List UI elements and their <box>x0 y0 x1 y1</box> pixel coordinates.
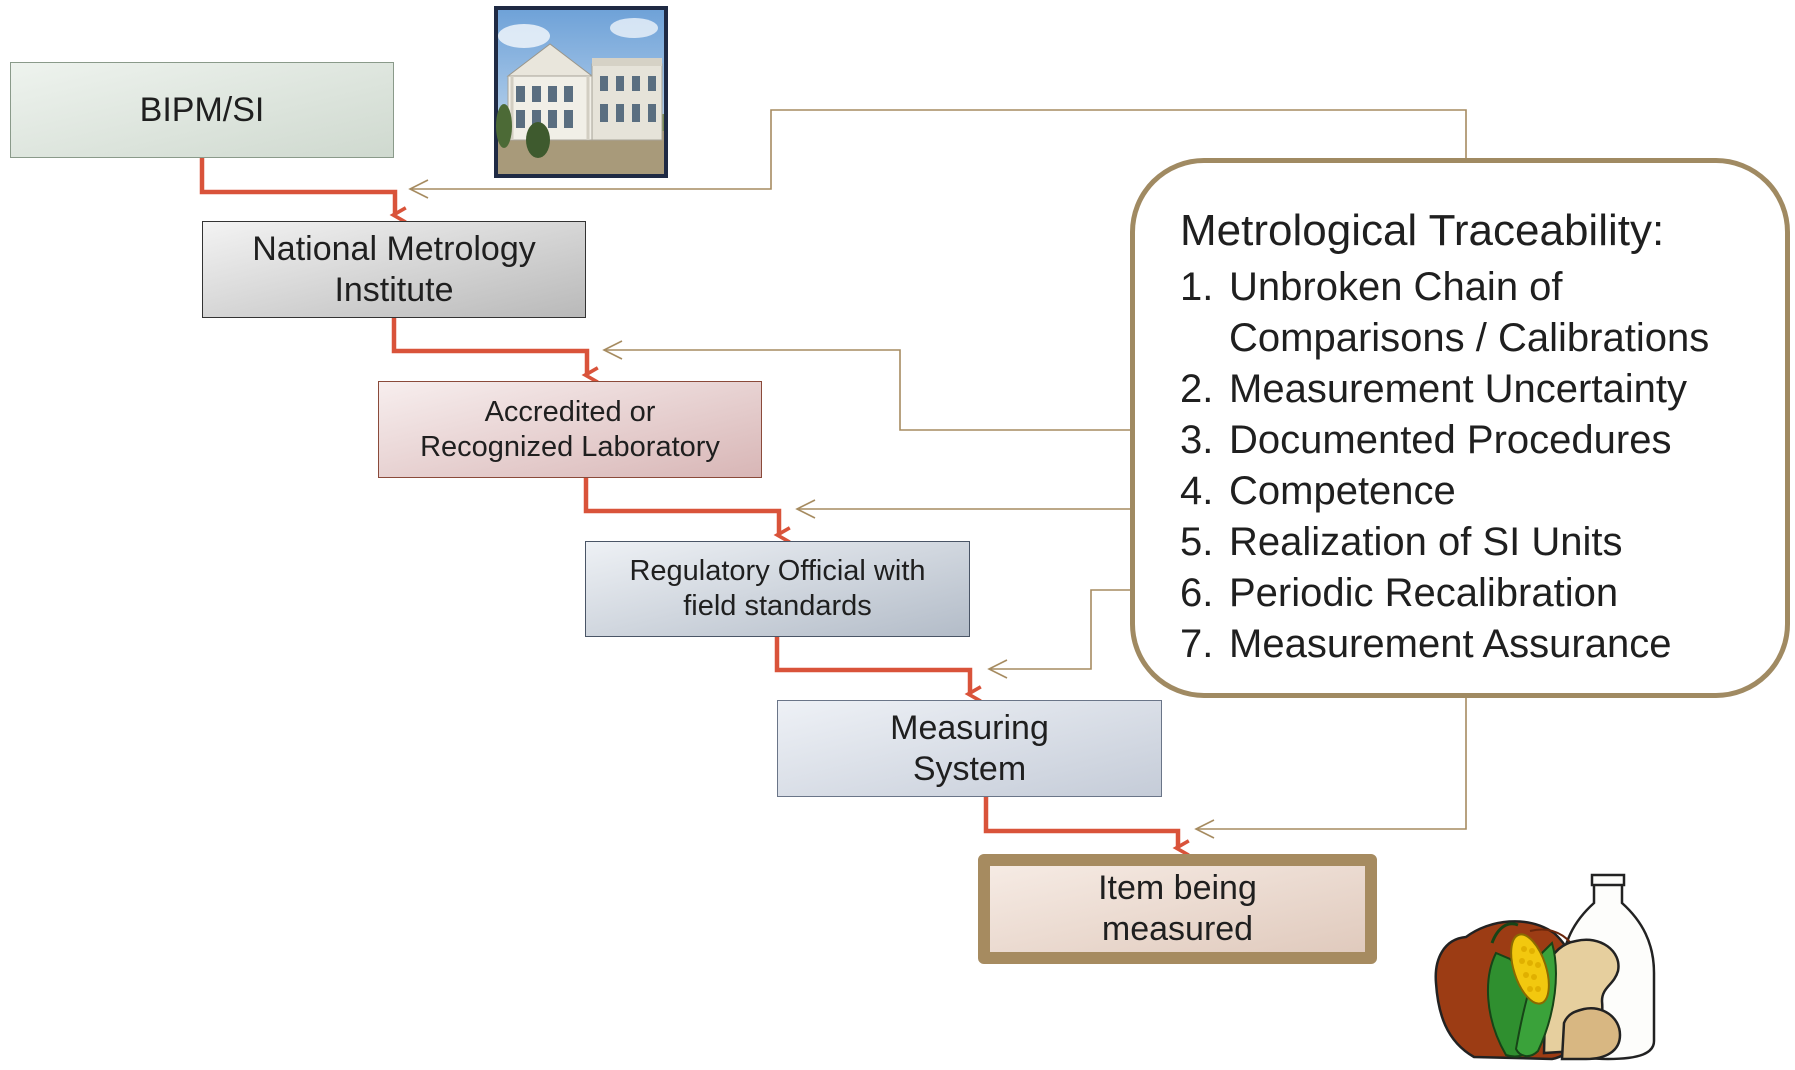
accredited-laboratory-box: Accredited or Recognized Laboratory <box>378 381 762 478</box>
criteria-text: Measurement Assurance <box>1229 621 1672 666</box>
item-label-line-1: Item being <box>1098 869 1257 908</box>
bipm-si-box: BIPM/SI <box>10 62 394 158</box>
criteria-number: 7. <box>1180 621 1214 666</box>
item-being-measured-box: Item being measured <box>978 854 1377 964</box>
feedback-line-measuring <box>989 589 1132 670</box>
criteria-item: 4. Competence <box>1180 466 1765 517</box>
chain-arrow-5 <box>983 797 1190 857</box>
traceability-criteria-list: 1. Unbroken Chain of Comparisons / Calibr… <box>1180 262 1765 670</box>
criteria-item: 1. Unbroken Chain of Comparisons / Calibr… <box>1180 262 1765 364</box>
nmi-label-line-2: Institute <box>334 270 454 309</box>
food-clipart-icon <box>1434 873 1656 1061</box>
chain-arrow-3 <box>583 478 791 544</box>
criteria-number: 1. <box>1180 264 1214 309</box>
criteria-text: Unbroken Chain of Comparisons / Calibrat… <box>1229 264 1710 360</box>
feedback-arrowhead-regulatory <box>795 499 816 519</box>
national-metrology-institute-box: National Metrology Institute <box>202 221 586 318</box>
chain-arrows <box>199 158 1190 857</box>
regulatory-label-line-1: Regulatory Official with <box>629 555 926 588</box>
item-label-line-2: measured <box>1101 910 1254 948</box>
nmi-label-line-1: National Metrology <box>252 229 536 268</box>
criteria-number: 6. <box>1180 570 1214 615</box>
criteria-text: Periodic Recalibration <box>1229 570 1619 615</box>
criteria-text: Measurement Uncertainty <box>1229 366 1687 411</box>
criteria-number: 2. <box>1180 366 1214 411</box>
criteria-number: 4. <box>1180 468 1214 513</box>
measuring-system-box: Measuring System <box>777 700 1162 797</box>
measuring-system-label-line-1: Measuring <box>890 708 1049 747</box>
criteria-number: 3. <box>1180 417 1214 462</box>
feedback-line-item <box>1196 698 1467 830</box>
feedback-arrowhead-measuring <box>987 659 1008 679</box>
feedback-line-lab <box>604 349 1132 431</box>
lab-label-line-2: Recognized Laboratory <box>420 430 720 463</box>
regulatory-official-box: Regulatory Official with field standards <box>585 541 970 637</box>
measuring-system-label-line-2: System <box>912 749 1027 788</box>
chain-arrow-4 <box>774 637 982 703</box>
criteria-item: 2. Measurement Uncertainty <box>1180 364 1765 415</box>
lab-label-line-1: Accredited or <box>484 395 656 428</box>
feedback-arrowhead-item <box>1194 819 1215 839</box>
criteria-number: 5. <box>1180 519 1214 564</box>
criteria-item: 5. Realization of SI Units <box>1180 517 1765 568</box>
criteria-text: Documented Procedures <box>1229 417 1672 462</box>
bipm-si-label: BIPM/SI <box>139 90 265 129</box>
feedback-lines <box>408 109 1467 839</box>
feedback-arrowhead-nmi <box>408 179 429 199</box>
criteria-item: 6. Periodic Recalibration <box>1180 568 1765 619</box>
criteria-item: 3. Documented Procedures <box>1180 415 1765 466</box>
regulatory-label-line-2: field standards <box>683 590 872 622</box>
feedback-arrowhead-lab <box>602 340 623 360</box>
criteria-item: 7. Measurement Assurance <box>1180 619 1765 670</box>
feedback-line-nmi <box>410 109 1467 190</box>
callout-title: Metrological Traceability: <box>1180 206 1665 255</box>
traceability-callout: Metrological Traceability: 1. Unbroken Ch… <box>1130 158 1790 698</box>
chain-arrow-2 <box>391 318 599 384</box>
chain-arrow-1 <box>199 158 407 224</box>
criteria-text: Realization of SI Units <box>1229 519 1623 564</box>
building-photo-icon <box>494 6 668 178</box>
criteria-text: Competence <box>1229 468 1456 513</box>
